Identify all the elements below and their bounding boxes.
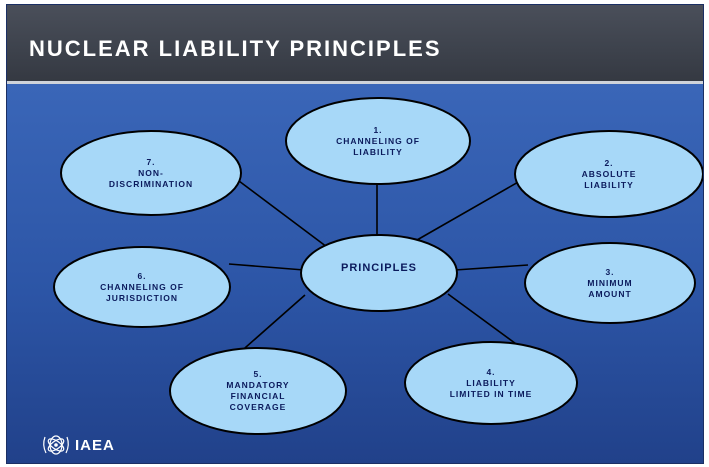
title-divider	[7, 81, 703, 84]
principle-text-line: MANDATORY	[226, 380, 290, 390]
principle-number: 6.	[137, 270, 147, 281]
title-bar: NUCLEAR LIABILITY PRINCIPLES	[7, 5, 703, 81]
principle-text-line: MINIMUM	[587, 277, 633, 288]
connector-line-4	[447, 293, 528, 353]
principle-ellipse-5	[169, 347, 347, 435]
principle-number: 7.	[146, 156, 156, 167]
principle-text-line: JURISDICTION	[106, 292, 178, 303]
principle-ellipse-6	[53, 246, 231, 328]
principle-ellipse-2	[514, 130, 703, 218]
iaea-atom-emblem-icon	[43, 435, 69, 455]
connector-line-5	[236, 294, 306, 356]
center-label: PRINCIPLES	[340, 262, 417, 274]
slide-title: NUCLEAR LIABILITY PRINCIPLES	[29, 36, 442, 61]
principle-number: 2.	[604, 157, 614, 168]
principle-text-line: DISCRIMINATION	[108, 178, 194, 189]
principle-ellipse-7	[60, 130, 242, 216]
principle-text-line: AMOUNT	[588, 288, 632, 299]
slide: NUCLEAR LIABILITY PRINCIPLES PRINCIPLES …	[6, 4, 704, 464]
principle-text-line: FINANCIAL	[230, 391, 286, 401]
principle-label-7: 7.NON-DISCRIMINATION	[71, 157, 231, 190]
principle-text-line: LIMITED IN TIME	[449, 388, 533, 399]
connector-line-7	[238, 180, 328, 248]
principle-number: 5.	[253, 369, 263, 379]
principle-text-line: CHANNELING OF	[336, 135, 420, 146]
principle-text-line: CHANNELING OF	[100, 281, 184, 292]
principle-text-line: COVERAGE	[229, 402, 287, 412]
center-ellipse	[300, 234, 458, 312]
connector-line-3	[454, 264, 529, 271]
principles-diagram	[53, 97, 703, 435]
principle-number: 1.	[373, 124, 383, 135]
principle-text-line: LIABILITY	[584, 179, 634, 190]
connector-line-6	[228, 263, 305, 271]
principle-ellipse-1	[285, 97, 471, 185]
principle-number: 4.	[486, 366, 496, 377]
principle-text-line: NON-	[138, 167, 164, 178]
logo-text: IAEA	[75, 436, 115, 454]
principle-ellipse-3	[524, 242, 696, 324]
principle-ellipse-4	[404, 341, 578, 425]
principle-number: 3.	[605, 266, 615, 277]
connector-line-2	[416, 176, 528, 241]
principle-text-line: LIABILITY	[466, 377, 516, 388]
principle-text-line: ABSOLUTE	[581, 168, 637, 179]
iaea-logo: IAEA	[41, 431, 115, 459]
principle-text-line: LIABILITY	[353, 146, 403, 157]
